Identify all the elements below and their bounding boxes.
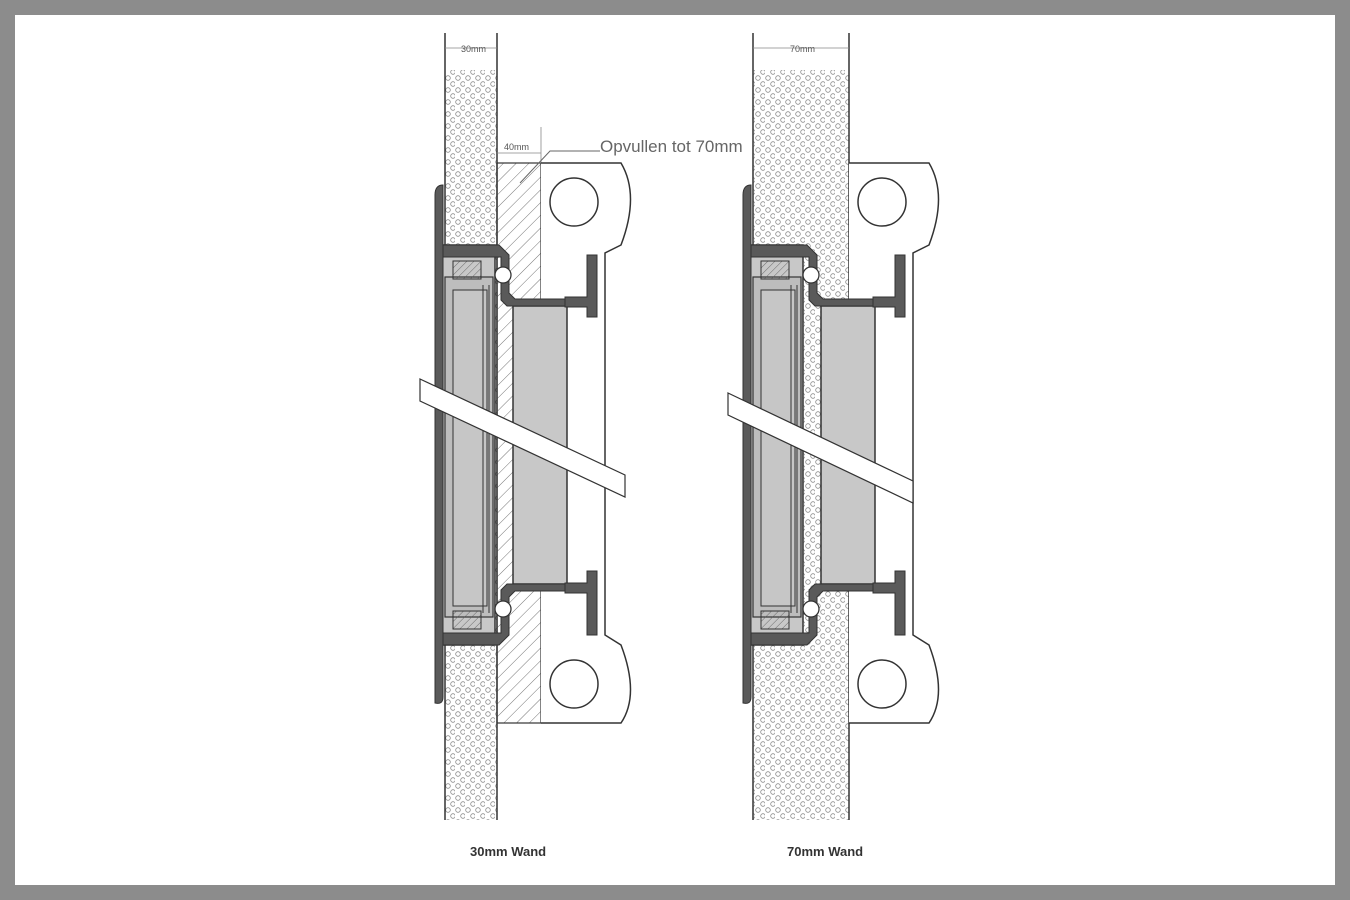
mount-hole-bottom	[549, 659, 599, 709]
dimension-label-40mm: 40mm	[504, 142, 529, 152]
caption-30mm-wall: 30mm Wand	[470, 844, 546, 859]
drawing-sheet: 30mm 40mm Opvullen tot 70mm 30mm Wand 70…	[15, 15, 1335, 885]
mount-hole-top	[549, 177, 599, 227]
mount-hole-bottom	[857, 659, 907, 709]
mount-hole-top	[857, 177, 907, 227]
left-assembly-30mm: 30mm 40mm Opvullen tot 70mm 30mm Wand	[419, 33, 743, 859]
caption-70mm-wall: 70mm Wand	[787, 844, 863, 859]
right-assembly-70mm: 70mm 70mm Wand	[727, 33, 940, 859]
dimension-label-70mm: 70mm	[790, 44, 815, 54]
wall-mount-diagram: 30mm 40mm Opvullen tot 70mm 30mm Wand 70…	[419, 33, 940, 859]
filler-note: Opvullen tot 70mm	[600, 137, 743, 156]
dimension-label-30mm: 30mm	[461, 44, 486, 54]
